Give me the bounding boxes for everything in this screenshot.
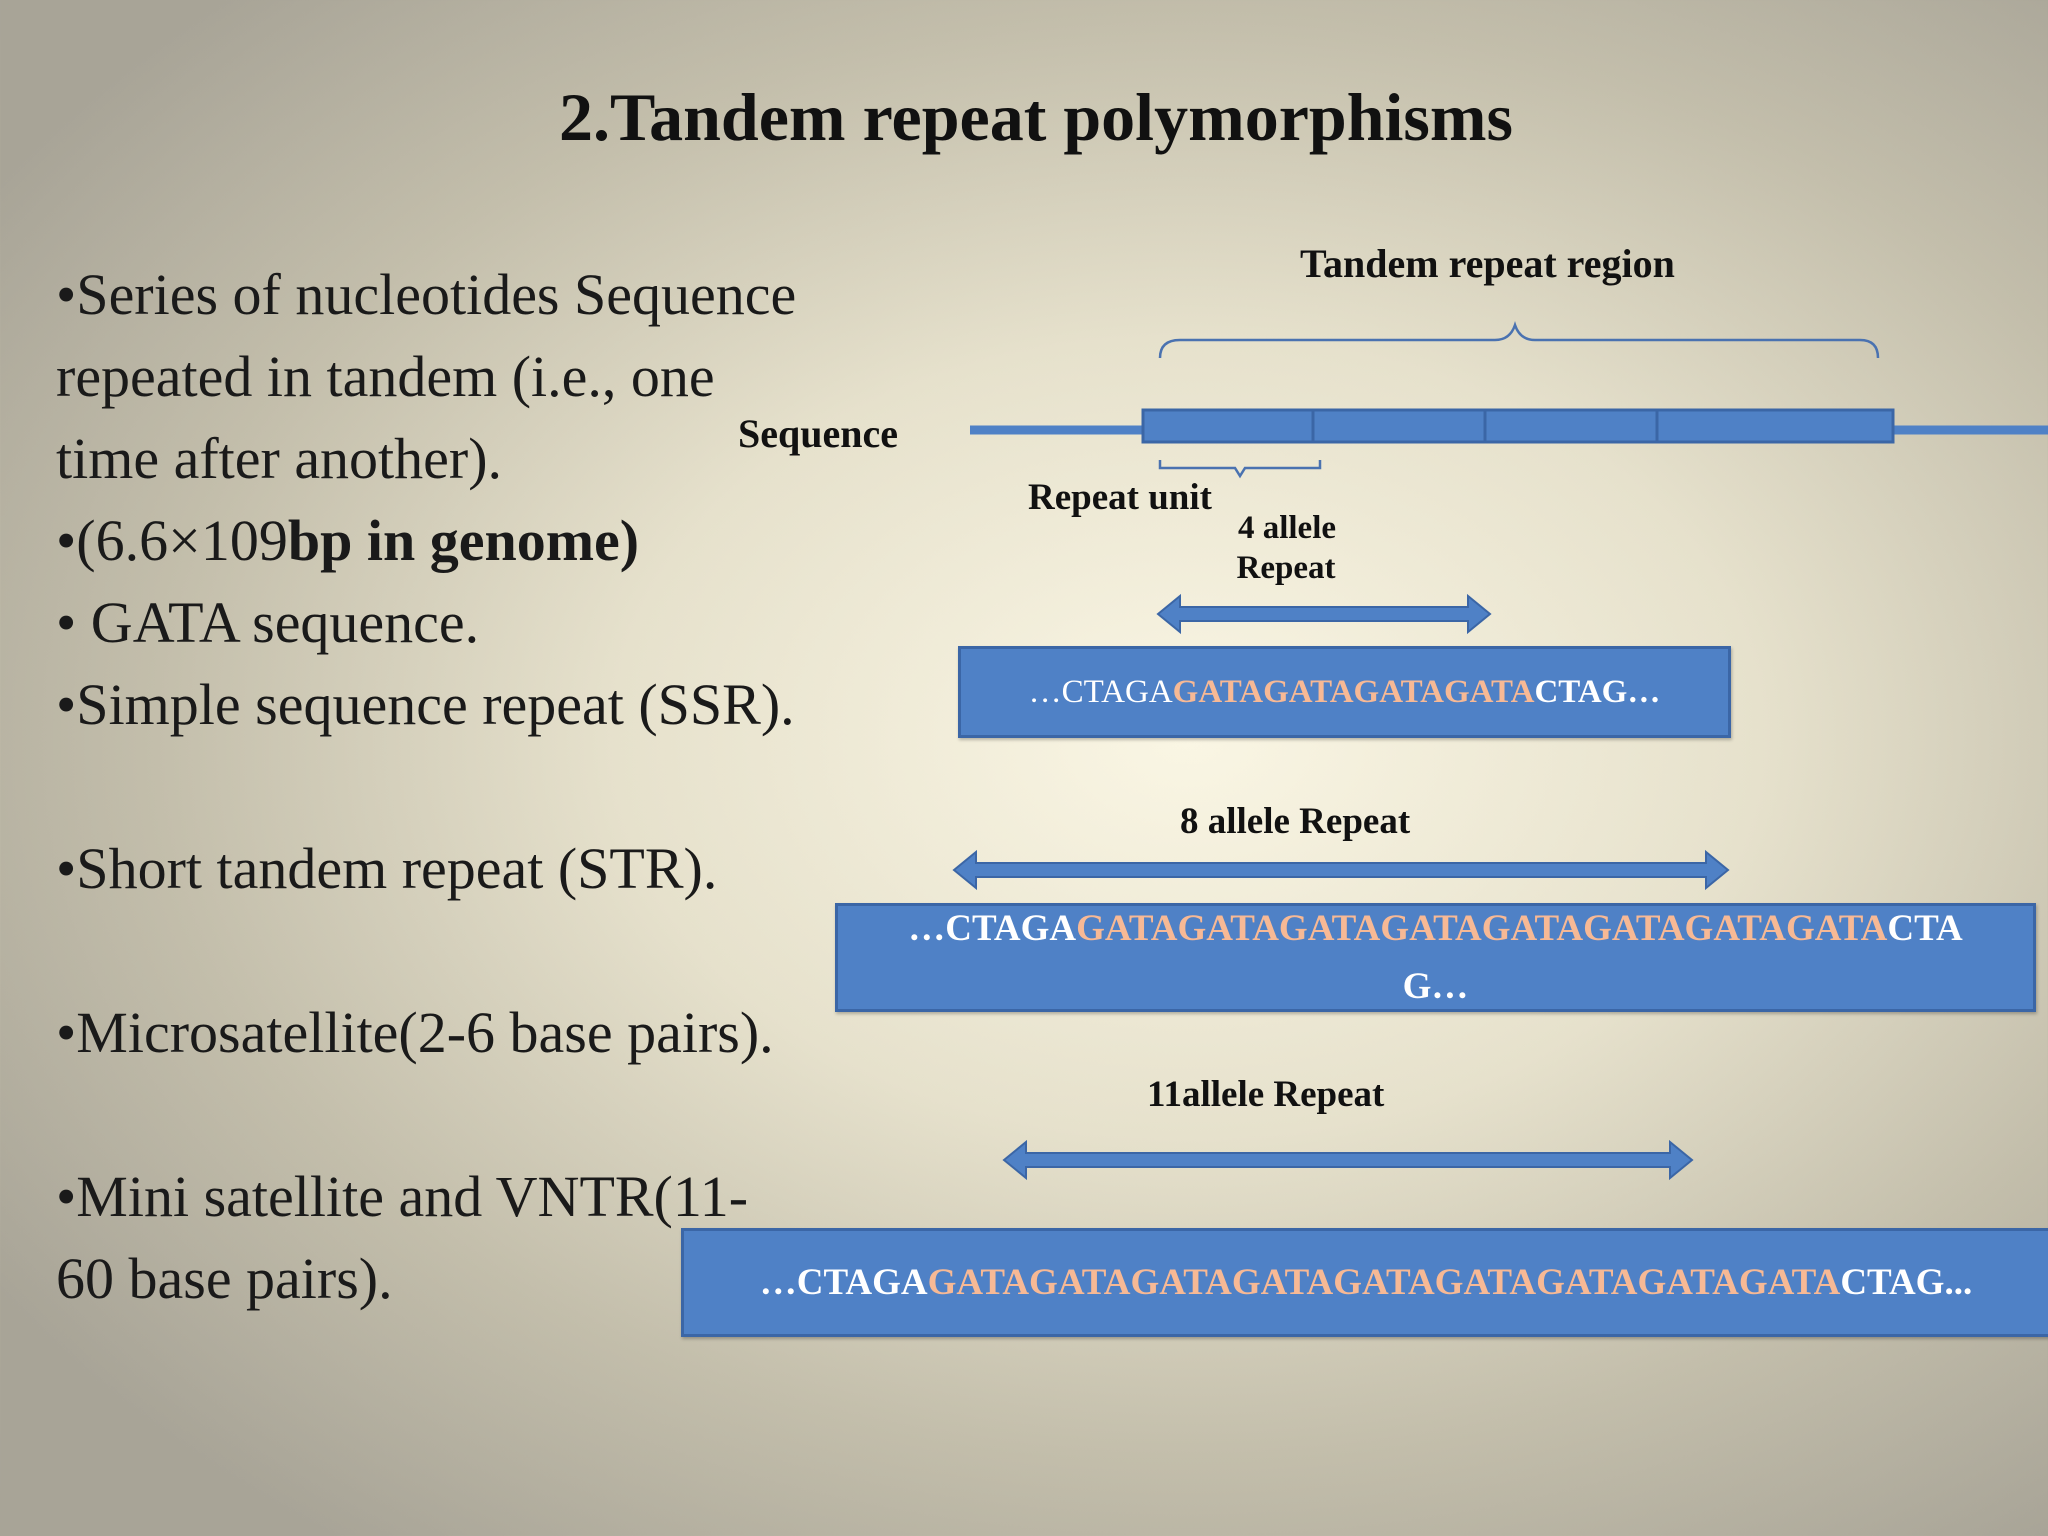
repeat-block-3: [1483, 408, 1659, 444]
repeat-unit-label: Repeat unit: [1028, 477, 1212, 518]
seq8-prefix: …CTAGA: [908, 907, 1077, 949]
seq8-suffix: CTA: [1887, 907, 1963, 949]
bullet-line-4: •(6.6×109bp in genome): [56, 500, 639, 582]
arrow-11-allele: [1002, 1139, 1694, 1181]
seq11-repeat: GATAGATAGATAGATAGATAGATAGATAGATAGATA: [927, 1262, 1841, 1303]
bullet-line-6: •Simple sequence repeat (SSR).: [56, 672, 795, 737]
genome-size-unit: bp in genome): [287, 508, 640, 573]
arrow-4-allele: [1156, 593, 1492, 635]
seq8-repeat: GATAGATAGATAGATAGATAGATAGATAGATA: [1076, 907, 1888, 949]
slide-title: 2.Tandem repeat polymorphisms: [559, 79, 1513, 155]
arrow-8-allele: [952, 849, 1730, 891]
repeat-block-4: [1655, 408, 1895, 444]
seq8-line2: G…: [1402, 965, 1469, 1007]
seq4-prefix: …CTAGA: [1028, 673, 1173, 710]
seq4-suffix: CTAG…: [1534, 673, 1661, 710]
repeat-unit-brace: [1158, 460, 1322, 479]
bullet-line-5: • GATA sequence.: [56, 590, 480, 655]
allele11-label: 11allele Repeat: [1147, 1074, 1385, 1115]
allele4-label-line1: 4 allele: [1237, 510, 1337, 546]
repeat-block-2: [1311, 408, 1487, 444]
allele4-label-line2: Repeat: [1236, 550, 1336, 586]
bullet-line-8: •Microsatellite(2-6 base pairs).: [56, 1000, 774, 1065]
sequence-box-8-allele: …CTAGAGATAGATAGATAGATAGATAGATAGATAGATACT…: [835, 903, 2036, 1012]
region-brace: [1158, 321, 1880, 359]
sequence-box-4-allele: …CTAGAGATAGATAGATAGATACTAG…: [958, 646, 1731, 738]
genome-size-text: •(6.6×109: [56, 508, 288, 573]
bullet-line-7: •Short tandem repeat (STR).: [56, 836, 718, 901]
bullet-line-9: •Mini satellite and VNTR(11-: [56, 1164, 749, 1229]
seq11-suffix: CTAG...: [1840, 1262, 1973, 1303]
sequence-label: Sequence: [738, 411, 898, 456]
tandem-repeat-region-label: Tandem repeat region: [1300, 241, 1675, 286]
bullet-line-2: repeated in tandem (i.e., one: [56, 344, 715, 409]
sequence-box-11-allele: …CTAGAGATAGATAGATAGATAGATAGATAGATAGATAGA…: [681, 1228, 2048, 1337]
bullet-line-3: time after another).: [56, 426, 503, 491]
bullet-line-10: 60 base pairs).: [56, 1246, 393, 1311]
allele8-label: 8 allele Repeat: [1180, 801, 1411, 842]
repeat-block-1: [1141, 408, 1315, 444]
seq11-prefix: …CTAGA: [759, 1262, 928, 1303]
bullet-line-1: •Series of nucleotides Sequence: [56, 262, 797, 327]
seq4-repeat: GATAGATAGATAGATA: [1172, 673, 1535, 710]
